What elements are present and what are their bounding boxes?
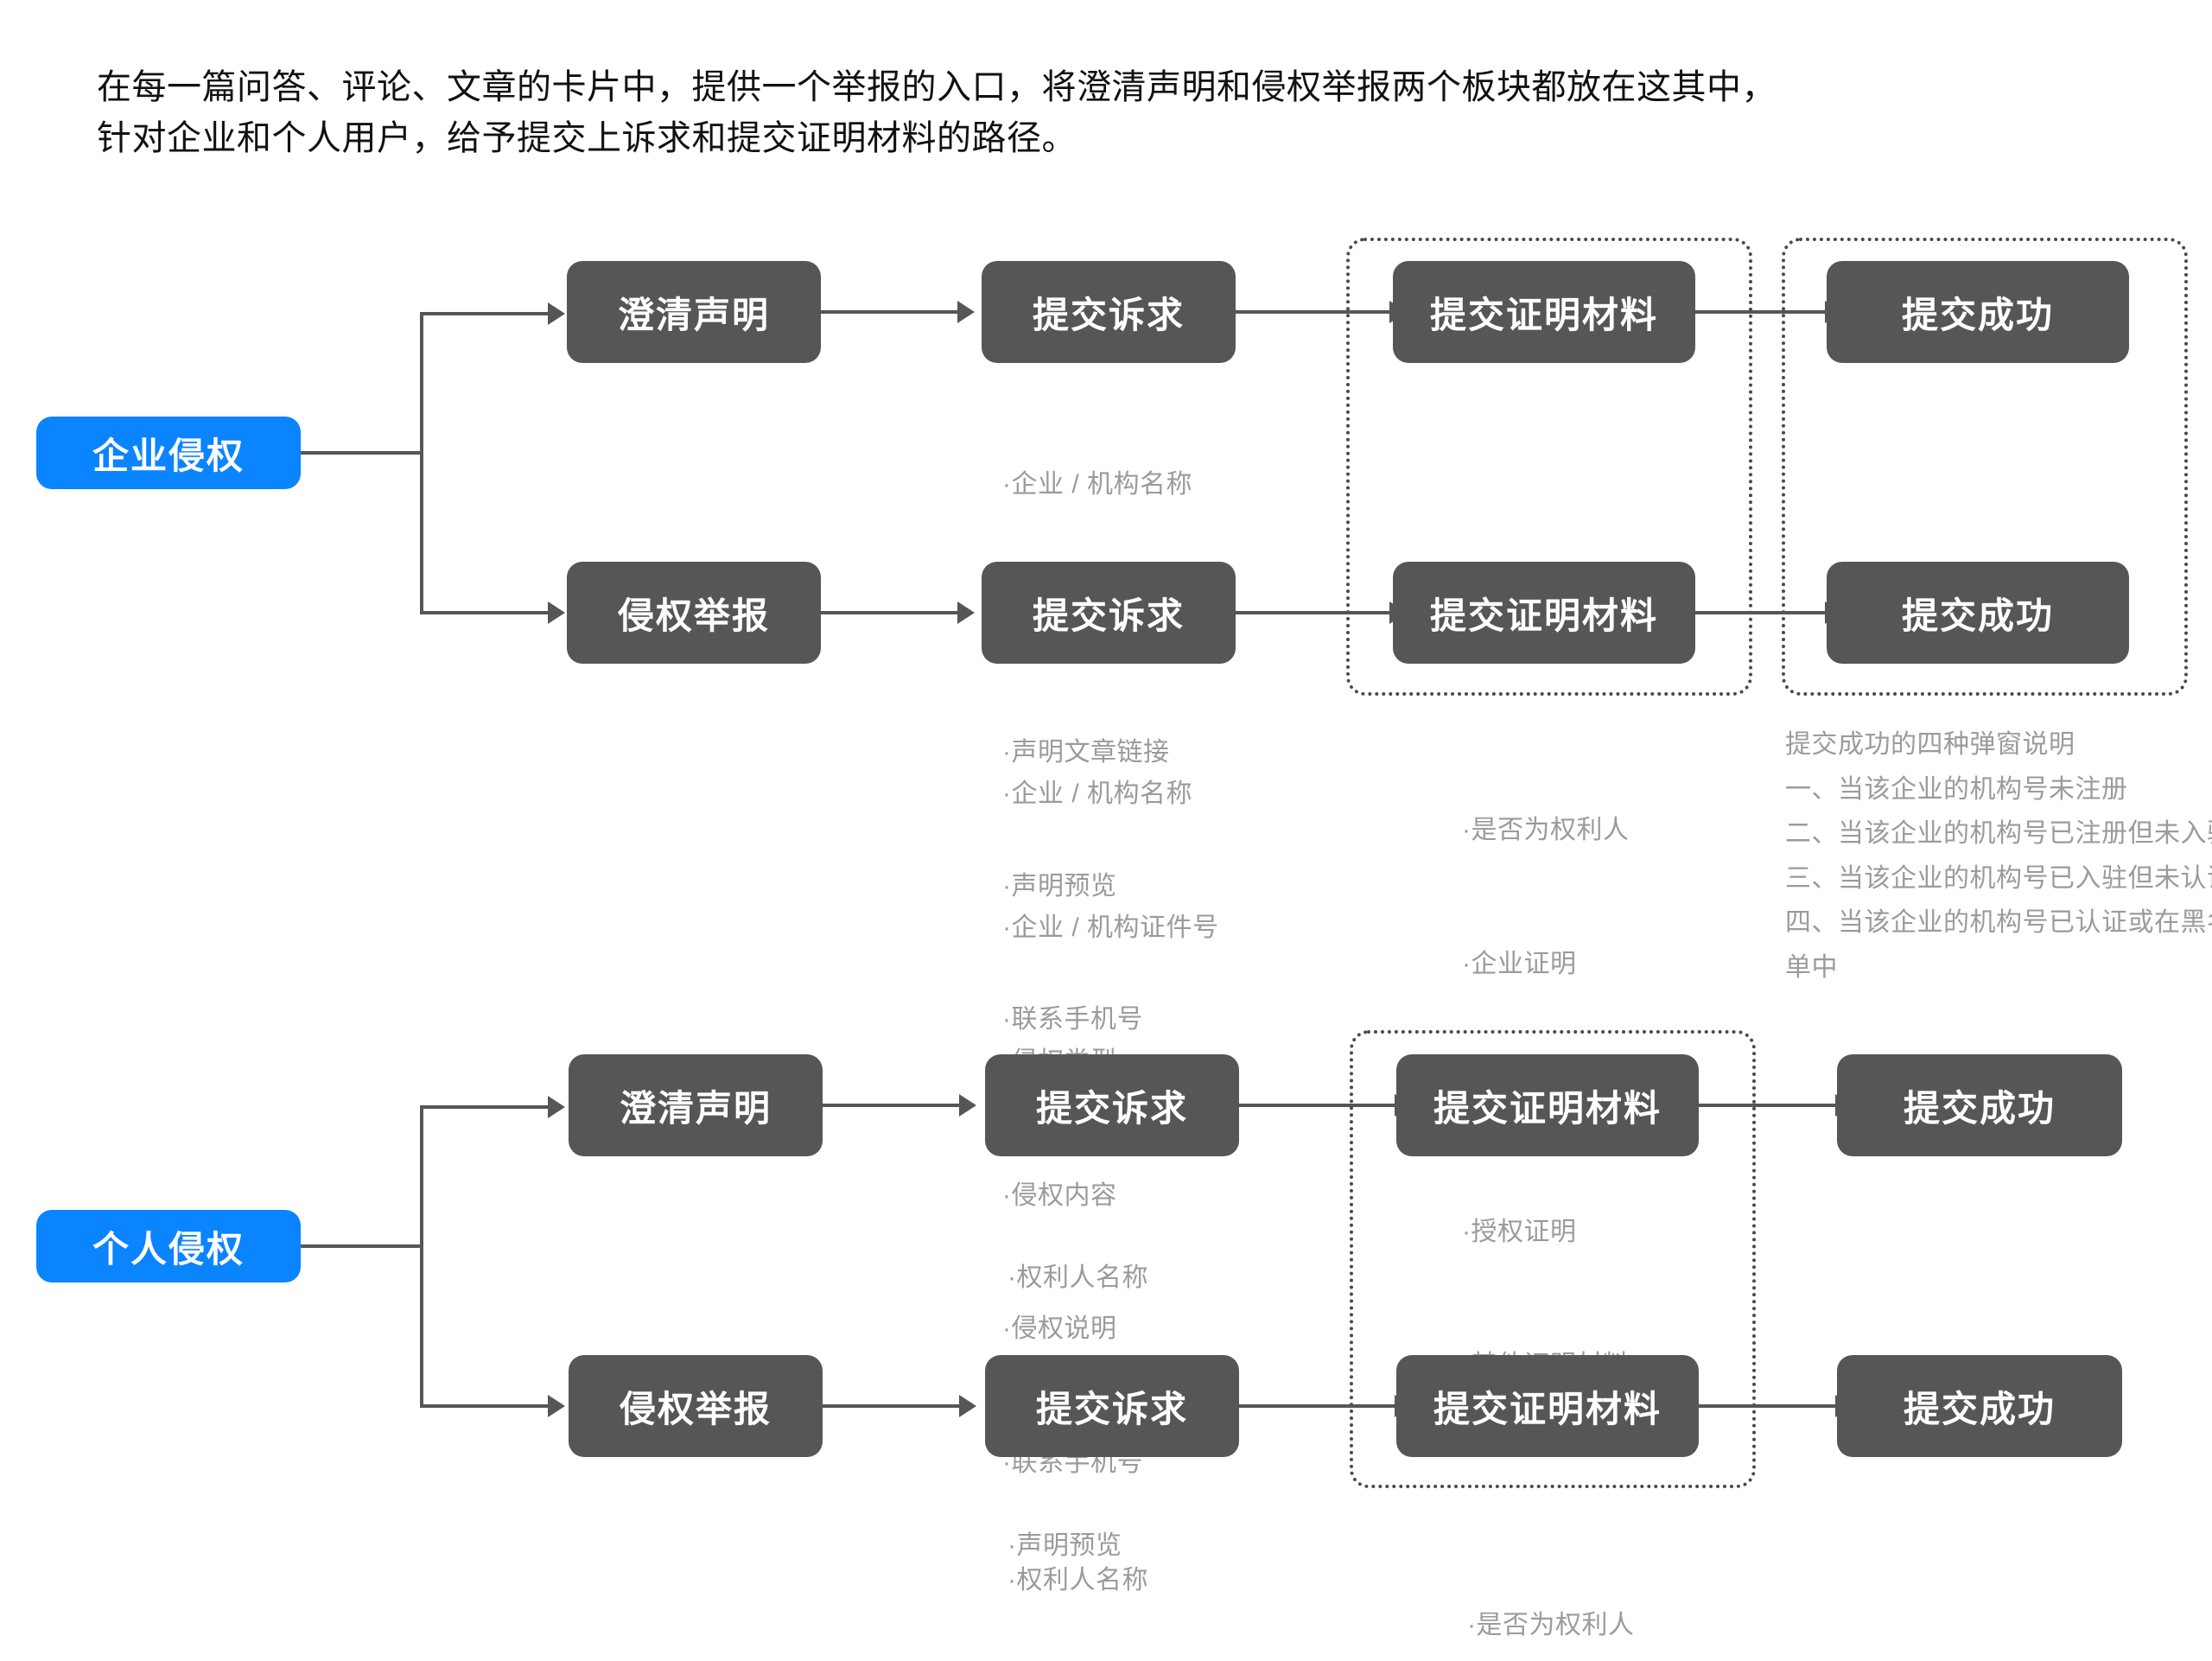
arrow-personal-to-clarify (548, 1096, 565, 1118)
node-enterprise-clarify[interactable]: 澄清声明 (567, 261, 821, 363)
note-enterprise-success-popups: 提交成功的四种弹窗说明 一、当该企业的机构号未注册 二、当该企业的机构号已注册但… (1785, 722, 2212, 990)
evidence-group-frame-enterprise (1346, 238, 1752, 696)
connector-enterprise-to-clarify (420, 312, 551, 315)
field-item: ·权利人名称 (1007, 1263, 1148, 1293)
arrow-enterprise-to-clarify (548, 302, 565, 325)
arrow-clarify-to-claim-enterprise (957, 301, 975, 323)
fieldlist-personal-report: ·权利人名称 ·侵权类型 ·侵权内容 ·侵权说明 ·联系手机号 (1007, 1469, 1148, 1661)
intro-line-2: 针对企业和个人用户，给予提交上诉求和提交证明材料的路径。 (97, 119, 1077, 158)
node-enterprise-root[interactable]: 企业侵权 (36, 417, 301, 489)
connector-personal-split (420, 1107, 423, 1408)
node-enterprise-clarify-claim[interactable]: 提交诉求 (982, 261, 1236, 363)
node-personal-clarify[interactable]: 澄清声明 (569, 1054, 823, 1156)
node-personal-report-evidence[interactable]: 提交证明材料 (1396, 1355, 1699, 1457)
arrow-personal-to-report (548, 1395, 565, 1417)
page-description: 在每一篇问答、评论、文章的卡片中，提供一个举报的入口，将澄清声明和侵权举报两个板… (97, 62, 2110, 164)
field-item: ·权利人名称 (1007, 1566, 1148, 1595)
field-item: ·企业 / 机构名称 (1002, 470, 1192, 500)
connector-evidence-to-success-enterprise-a (1695, 310, 1827, 314)
node-personal-report[interactable]: 侵权举报 (569, 1355, 823, 1457)
note-item: 二、当该企业的机构号已注册但未入驻 (1785, 819, 2212, 849)
node-enterprise-report-evidence[interactable]: 提交证明材料 (1393, 562, 1695, 664)
connector-evidence-to-success-enterprise-b (1695, 611, 1827, 614)
note-item: 四、当该企业的机构号已认证或在黑名 (1785, 908, 2212, 938)
field-item: ·企业 / 机构证件号 (1002, 913, 1219, 942)
note-item: 单中 (1785, 952, 1838, 982)
note-item: 一、当该企业的机构号未注册 (1785, 774, 2128, 804)
connector-evidence-to-success-personal-b (1699, 1404, 1837, 1408)
field-item: ·企业 / 机构名称 (1002, 780, 1192, 809)
arrow-enterprise-to-report (548, 601, 565, 624)
fieldlist-personal-evidence: ·是否为权利人 ·身份证明 ·授权证明 ·其他证明材料 (1467, 1514, 1635, 1661)
field-item: ·是否为权利人 (1462, 816, 1630, 845)
evidence-group-frame-personal (1350, 1030, 1756, 1488)
node-enterprise-report-claim[interactable]: 提交诉求 (982, 562, 1236, 664)
field-item: ·声明预览 (1002, 871, 1117, 901)
arrow-clarify-to-claim-personal (959, 1094, 976, 1117)
connector-evidence-to-success-personal-a (1699, 1104, 1837, 1107)
node-personal-clarify-claim[interactable]: 提交诉求 (985, 1054, 1239, 1156)
arrow-report-to-claim-enterprise (957, 601, 975, 624)
connector-claim-to-evidence-enterprise-b (1236, 611, 1391, 614)
node-enterprise-report-success[interactable]: 提交成功 (1827, 562, 2129, 664)
field-item: ·企业证明 (1462, 949, 1577, 978)
connector-clarify-to-claim-enterprise (821, 310, 959, 314)
node-personal-clarify-success[interactable]: 提交成功 (1837, 1054, 2122, 1156)
connector-personal-trunk (301, 1244, 422, 1248)
field-item: ·授权证明 (1462, 1217, 1577, 1246)
connector-claim-to-evidence-personal-a (1239, 1104, 1396, 1107)
connector-report-to-claim-personal (823, 1404, 961, 1408)
node-enterprise-report[interactable]: 侵权举报 (567, 562, 821, 664)
connector-clarify-to-claim-personal (823, 1104, 961, 1107)
node-personal-report-claim[interactable]: 提交诉求 (985, 1355, 1239, 1457)
field-item: ·侵权说明 (1002, 1314, 1117, 1344)
fieldlist-enterprise-report: ·企业 / 机构名称 ·企业 / 机构证件号 ·侵权类型 ·侵权内容 ·侵权说明… (1002, 683, 1219, 1575)
field-item: ·侵权内容 (1002, 1181, 1117, 1210)
node-personal-clarify-evidence[interactable]: 提交证明材料 (1396, 1054, 1699, 1156)
connector-enterprise-to-report (420, 611, 551, 614)
connector-personal-to-clarify (420, 1105, 551, 1109)
node-personal-report-success[interactable]: 提交成功 (1837, 1355, 2122, 1457)
field-item: ·声明预览 (1007, 1531, 1122, 1560)
note-title: 提交成功的四种弹窗说明 (1785, 730, 2075, 759)
field-item: ·是否为权利人 (1467, 1611, 1635, 1640)
node-personal-root[interactable]: 个人侵权 (36, 1210, 301, 1282)
note-item: 三、当该企业的机构号已入驻但未认证 (1785, 863, 2212, 893)
node-enterprise-clarify-success[interactable]: 提交成功 (1827, 261, 2129, 363)
intro-line-1: 在每一篇问答、评论、文章的卡片中，提供一个举报的入口，将澄清声明和侵权举报两个板… (97, 68, 1777, 106)
arrow-report-to-claim-personal (959, 1395, 976, 1417)
node-enterprise-clarify-evidence[interactable]: 提交证明材料 (1393, 261, 1695, 363)
connector-personal-to-report (420, 1404, 551, 1408)
connector-claim-to-evidence-personal-b (1239, 1404, 1396, 1408)
success-group-frame-enterprise (1782, 238, 2188, 696)
connector-report-to-claim-enterprise (821, 611, 959, 614)
field-item: ·联系手机号 (1002, 1005, 1143, 1034)
connector-enterprise-trunk (301, 451, 422, 455)
connector-claim-to-evidence-enterprise-a (1236, 310, 1391, 314)
connector-enterprise-split (420, 314, 423, 614)
field-item: ·声明文章链接 (1002, 737, 1170, 767)
